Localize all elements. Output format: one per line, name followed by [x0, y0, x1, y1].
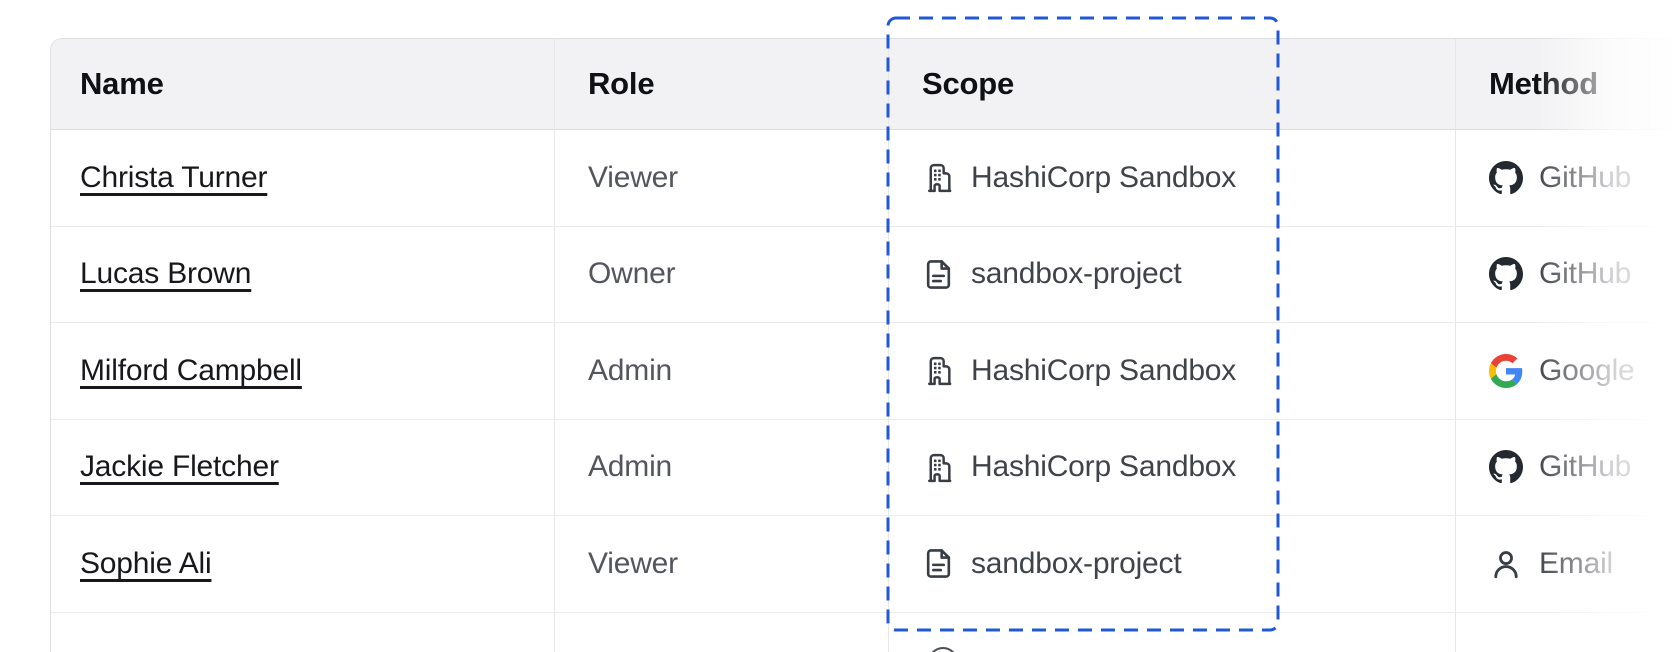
method-cell: Email [1456, 516, 1672, 612]
member-name-link[interactable]: Lucas Brown [80, 257, 252, 291]
file-icon [922, 258, 955, 291]
member-name-link[interactable]: Sophie Ali [80, 546, 212, 580]
method-label: GitHub [1539, 160, 1632, 194]
building-icon [922, 354, 955, 387]
table-row: Sophie Ali Viewer sandbox-project Email [51, 516, 1672, 613]
table-header-row: Name Role Scope Method [51, 39, 1672, 130]
method-label: GitHub [1539, 257, 1632, 291]
role-cell: Admin [555, 419, 889, 515]
role-cell: Viewer [555, 130, 889, 226]
column-header-name: Name [51, 39, 555, 129]
table-row: Christa Turner Viewer HashiCorp Sandbox … [51, 130, 1672, 227]
user-icon [1489, 547, 1523, 581]
method-label: Google [1539, 353, 1635, 387]
scope-cell: HashiCorp Sandbox [889, 323, 1456, 419]
role-label: Owner [588, 257, 676, 291]
scope-label: sandbox-project [971, 546, 1182, 580]
scope-label: sandbox-project [971, 257, 1182, 291]
scope-cell: sandbox-project [889, 516, 1456, 612]
scope-label: HashiCorp Sandbox [971, 353, 1237, 387]
table-row: Milford Campbell Admin HashiCorp Sandbox… [51, 323, 1672, 420]
role-cell: Owner [555, 226, 889, 322]
name-cell: Jackie Fletcher [51, 419, 555, 515]
table-body: Christa Turner Viewer HashiCorp Sandbox … [51, 130, 1672, 613]
method-cell: Google [1456, 323, 1672, 419]
column-header-name-label: Name [80, 66, 164, 101]
scope-cell: sandbox-project [889, 226, 1456, 322]
method-cell: GitHub [1456, 130, 1672, 226]
role-label: Viewer [588, 546, 678, 580]
file-icon [922, 547, 955, 580]
scope-cell: HashiCorp Sandbox [889, 419, 1456, 515]
role-cell: Viewer [555, 516, 889, 612]
method-label: GitHub [1539, 450, 1632, 484]
github-icon [1489, 160, 1523, 195]
method-cell: GitHub [1456, 420, 1672, 516]
building-icon [922, 451, 955, 484]
member-name-link[interactable]: Christa Turner [80, 160, 268, 194]
column-header-role: Role [555, 39, 889, 129]
partial-table-row [51, 612, 1672, 652]
role-label: Viewer [588, 160, 678, 194]
github-icon [1489, 450, 1523, 484]
members-table: Name Role Scope Method Christa Turner Vi… [50, 38, 1672, 652]
google-icon [1489, 353, 1523, 388]
table-row: Jackie Fletcher Admin HashiCorp Sandbox … [51, 419, 1672, 516]
building-icon [922, 161, 955, 194]
column-header-scope: Scope [889, 39, 1456, 129]
name-cell: Lucas Brown [51, 226, 555, 322]
method-label: Email [1539, 546, 1614, 580]
table-row: Lucas Brown Owner sandbox-project GitHub [51, 226, 1672, 323]
github-icon [1489, 257, 1523, 291]
member-name-link[interactable]: Jackie Fletcher [80, 450, 279, 484]
name-cell: Milford Campbell [51, 323, 555, 419]
column-header-scope-label: Scope [922, 66, 1015, 101]
member-name-link[interactable]: Milford Campbell [80, 353, 302, 387]
column-header-method: Method [1456, 39, 1672, 129]
name-cell: Christa Turner [51, 130, 555, 226]
scope-label: HashiCorp Sandbox [971, 450, 1237, 484]
column-header-method-label: Method [1489, 66, 1598, 101]
column-header-role-label: Role [588, 66, 655, 101]
role-label: Admin [588, 353, 673, 387]
clipped-row-icon [928, 646, 958, 652]
role-cell: Admin [555, 323, 889, 419]
method-cell: GitHub [1456, 227, 1672, 323]
scope-cell: HashiCorp Sandbox [889, 130, 1456, 226]
role-label: Admin [588, 450, 673, 484]
name-cell: Sophie Ali [51, 516, 555, 612]
scope-label: HashiCorp Sandbox [971, 160, 1237, 194]
